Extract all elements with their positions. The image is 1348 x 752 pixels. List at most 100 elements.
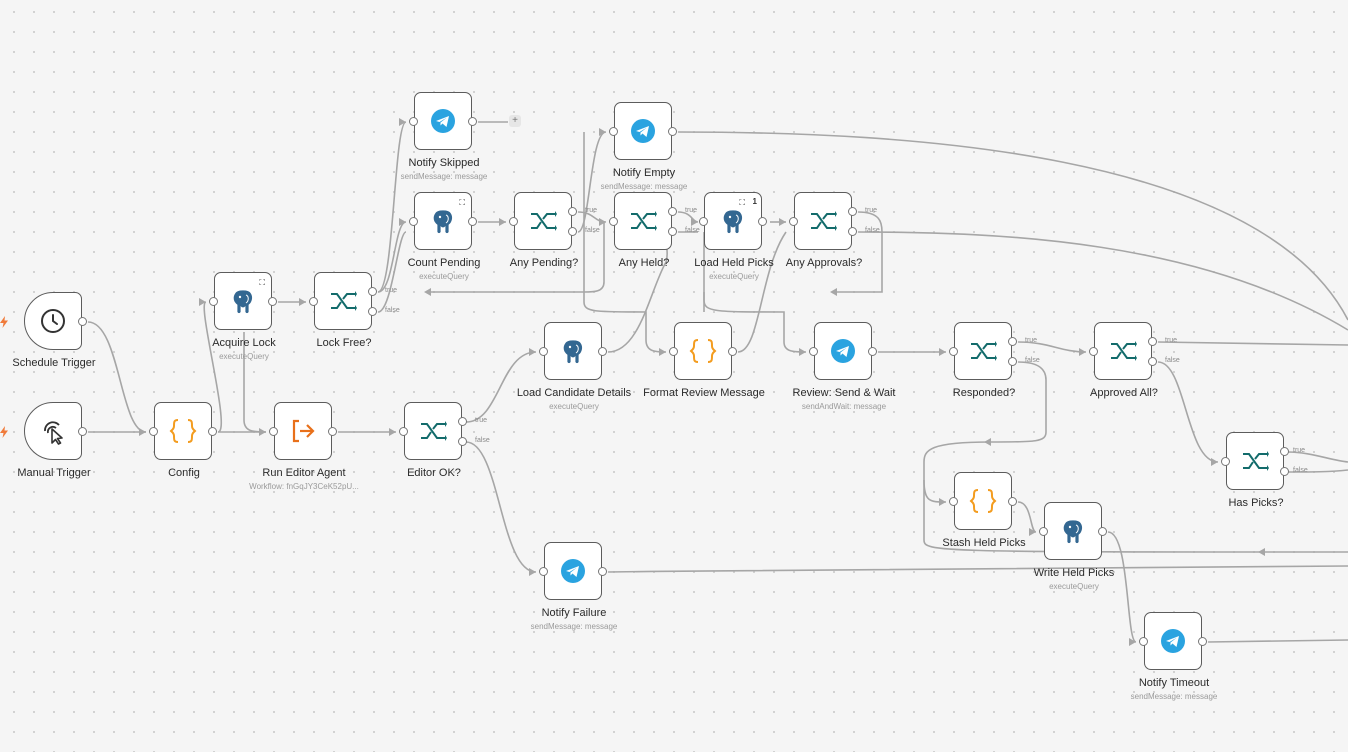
- output-handle[interactable]: [78, 427, 87, 436]
- input-handle[interactable]: [399, 427, 408, 436]
- false-output-handle[interactable]: [668, 227, 677, 236]
- false-output-handle[interactable]: [1280, 467, 1289, 476]
- output-handle[interactable]: [668, 127, 677, 136]
- output-handle[interactable]: [598, 567, 607, 576]
- approved-all-if-node[interactable]: true false Approved All?: [1089, 322, 1180, 399]
- output-handle[interactable]: [208, 427, 217, 436]
- true-output-handle[interactable]: [1148, 337, 1157, 346]
- notify-timeout-node[interactable]: Notify Timeout sendMessage: message: [1131, 612, 1217, 701]
- output-handle[interactable]: [468, 117, 477, 126]
- input-handle[interactable]: [609, 127, 618, 136]
- input-handle[interactable]: [949, 347, 958, 356]
- output-handle[interactable]: [468, 217, 477, 226]
- output-handle[interactable]: [78, 317, 87, 326]
- input-handle[interactable]: [1139, 637, 1148, 646]
- input-handle[interactable]: [539, 567, 548, 576]
- code-braces-icon: [169, 418, 197, 444]
- input-handle[interactable]: [699, 217, 708, 226]
- output-handle[interactable]: [758, 217, 767, 226]
- input-handle[interactable]: [269, 427, 278, 436]
- any-approvals-if-node[interactable]: true false Any Approvals?: [786, 192, 880, 269]
- notify-failure-node[interactable]: Notify Failure sendMessage: message: [531, 542, 617, 631]
- node-label: Editor OK?: [407, 467, 461, 479]
- false-output-handle[interactable]: [1008, 357, 1017, 366]
- if-branch-icon: [969, 338, 997, 364]
- input-handle[interactable]: [949, 497, 958, 506]
- input-handle[interactable]: [609, 217, 618, 226]
- format-review-message-node[interactable]: Format Review Message: [643, 322, 765, 399]
- true-output-handle[interactable]: [1008, 337, 1017, 346]
- any-pending-if-node[interactable]: true false Any Pending?: [509, 192, 600, 269]
- output-handle[interactable]: [1008, 497, 1017, 506]
- acquire-lock-node[interactable]: ⛶ Acquire Lock executeQuery: [209, 272, 277, 361]
- false-branch-label: false: [1293, 467, 1308, 474]
- notify-skipped-node[interactable]: Notify Skipped sendMessage: message: [401, 92, 487, 181]
- output-handle[interactable]: [598, 347, 607, 356]
- input-handle[interactable]: [669, 347, 678, 356]
- true-branch-label: true: [685, 207, 698, 214]
- output-handle[interactable]: [728, 347, 737, 356]
- input-handle[interactable]: [409, 217, 418, 226]
- true-output-handle[interactable]: [458, 417, 467, 426]
- true-output-handle[interactable]: [1280, 447, 1289, 456]
- input-handle[interactable]: [509, 217, 518, 226]
- expand-icon[interactable]: ⛶: [459, 198, 465, 207]
- input-handle[interactable]: [789, 217, 798, 226]
- load-held-picks-node[interactable]: ⛶ 1 Load Held Picks executeQuery: [694, 192, 774, 281]
- input-handle[interactable]: [539, 347, 548, 356]
- input-handle[interactable]: [1089, 347, 1098, 356]
- output-handle[interactable]: [268, 297, 277, 306]
- stash-held-picks-node[interactable]: Stash Held Picks: [942, 472, 1026, 549]
- output-handle[interactable]: [328, 427, 337, 436]
- true-branch-label: true: [1165, 337, 1178, 344]
- execute-workflow-icon: [289, 418, 317, 444]
- clock-icon: [40, 308, 66, 334]
- count-pending-node[interactable]: ⛶ Count Pending executeQuery: [408, 192, 480, 281]
- output-handle[interactable]: [1198, 637, 1207, 646]
- false-branch-label: false: [475, 437, 490, 444]
- output-handle[interactable]: [868, 347, 877, 356]
- input-handle[interactable]: [149, 427, 158, 436]
- config-node[interactable]: Config: [149, 402, 217, 479]
- has-picks-if-node[interactable]: true false Has Picks?: [1221, 432, 1308, 509]
- expand-icon[interactable]: ⛶: [739, 198, 745, 207]
- add-node-button[interactable]: +: [509, 115, 521, 127]
- output-handle[interactable]: [1098, 527, 1107, 536]
- expand-icon[interactable]: ⛶: [259, 278, 265, 287]
- node-label: Approved All?: [1090, 387, 1158, 399]
- review-send-wait-node[interactable]: Review: Send & Wait sendAndWait: message: [793, 322, 895, 411]
- false-output-handle[interactable]: [458, 437, 467, 446]
- true-output-handle[interactable]: [368, 287, 377, 296]
- notify-empty-node[interactable]: Notify Empty sendMessage: message: [601, 102, 687, 191]
- if-branch-icon: [529, 208, 557, 234]
- input-handle[interactable]: [209, 297, 218, 306]
- schedule-trigger-node[interactable]: Schedule Trigger: [0, 292, 96, 369]
- input-handle[interactable]: [1221, 457, 1230, 466]
- false-output-handle[interactable]: [848, 227, 857, 236]
- postgres-elephant-icon: [719, 207, 747, 235]
- responded-if-node[interactable]: true false Responded?: [949, 322, 1040, 399]
- true-branch-label: true: [1025, 337, 1038, 344]
- manual-trigger-node[interactable]: Manual Trigger: [0, 402, 91, 479]
- if-branch-icon: [419, 418, 447, 444]
- load-candidate-details-node[interactable]: Load Candidate Details executeQuery: [517, 322, 631, 411]
- true-output-handle[interactable]: [568, 207, 577, 216]
- false-output-handle[interactable]: [1148, 357, 1157, 366]
- input-handle[interactable]: [409, 117, 418, 126]
- node-subtitle: sendMessage: message: [530, 622, 618, 631]
- editor-ok-if-node[interactable]: true false Editor OK?: [399, 402, 490, 479]
- false-output-handle[interactable]: [568, 227, 577, 236]
- node-label: Notify Timeout: [1138, 677, 1210, 689]
- true-output-handle[interactable]: [848, 207, 857, 216]
- run-editor-agent-node[interactable]: Run Editor Agent Workflow: fnGqJY3CeK52p…: [249, 402, 359, 491]
- node-label: Lock Free?: [316, 337, 372, 349]
- telegram-icon: [630, 118, 656, 144]
- input-handle[interactable]: [309, 297, 318, 306]
- true-output-handle[interactable]: [668, 207, 677, 216]
- false-output-handle[interactable]: [368, 307, 377, 316]
- input-handle[interactable]: [809, 347, 818, 356]
- write-held-picks-node[interactable]: Write Held Picks executeQuery: [1034, 502, 1114, 591]
- any-held-if-node[interactable]: true false Any Held?: [609, 192, 700, 269]
- telegram-icon: [830, 338, 856, 364]
- input-handle[interactable]: [1039, 527, 1048, 536]
